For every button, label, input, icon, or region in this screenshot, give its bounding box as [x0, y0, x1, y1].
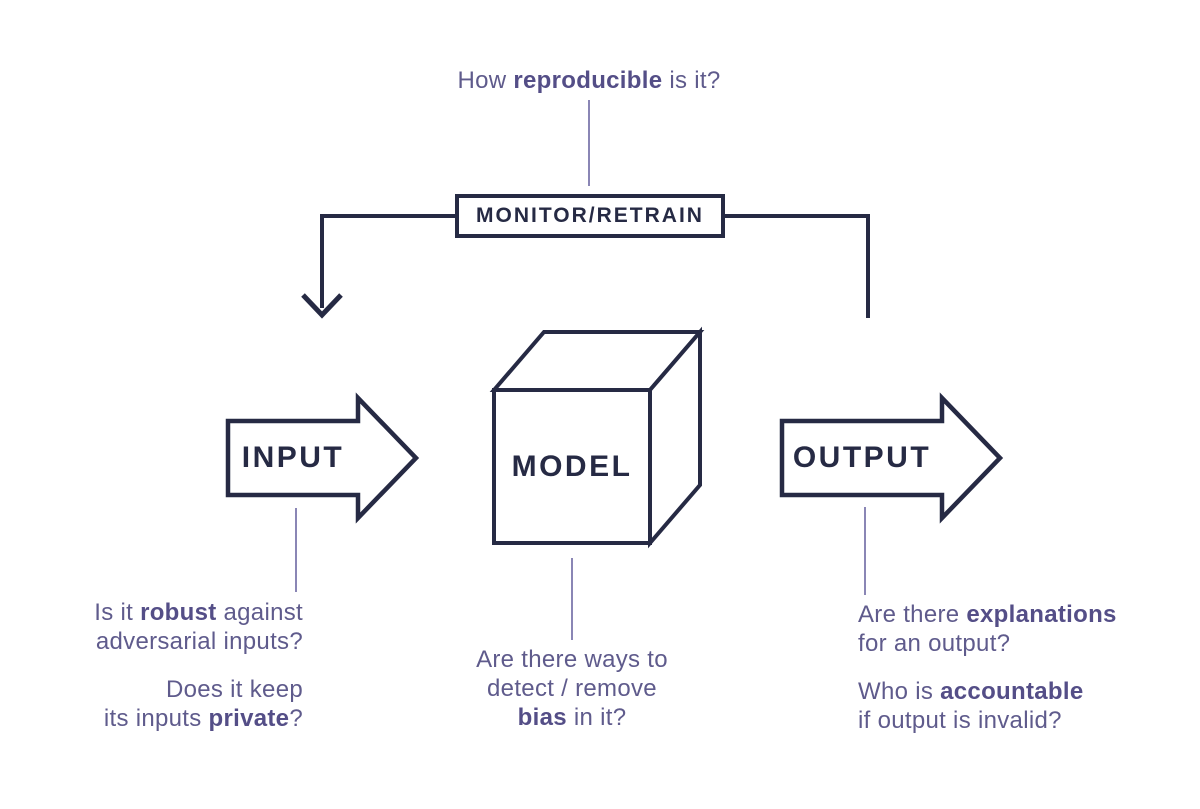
monitor-retrain-box: MONITOR/RETRAIN — [455, 194, 725, 238]
monitor-to-output-connector — [725, 214, 870, 318]
output-questions: Are there explanations for an output? Wh… — [858, 600, 1117, 735]
monitor-to-input-connector — [320, 214, 455, 308]
top-question-text: How — [457, 67, 514, 94]
input-arrow-shape — [225, 392, 420, 524]
question-robustness: Is it robust against adversarial inputs? — [94, 599, 303, 655]
input-connector-arrowhead-icon — [301, 293, 343, 319]
model-cube-front-face — [492, 388, 652, 545]
input-questions: Is it robust against adversarial inputs?… — [94, 598, 303, 733]
monitor-retrain-label: MONITOR/RETRAIN — [476, 204, 704, 227]
question-accountability: Who is accountable if output is invalid? — [858, 678, 1084, 734]
question-bias: Are there ways to detect / remove bias i… — [476, 646, 668, 731]
top-question: How reproducible is it? — [457, 67, 721, 94]
input-arrow-label: INPUT — [241, 441, 345, 474]
question-privacy: Does it keep its inputs private? — [103, 676, 303, 732]
output-arrow-label: OUTPUT — [792, 441, 932, 474]
model-questions: Are there ways to detect / remove bias i… — [422, 645, 722, 732]
model-label: MODEL — [511, 449, 633, 483]
output-arrow-shape — [779, 392, 1004, 524]
question-explanations: Are there explanations for an output? — [858, 601, 1117, 657]
